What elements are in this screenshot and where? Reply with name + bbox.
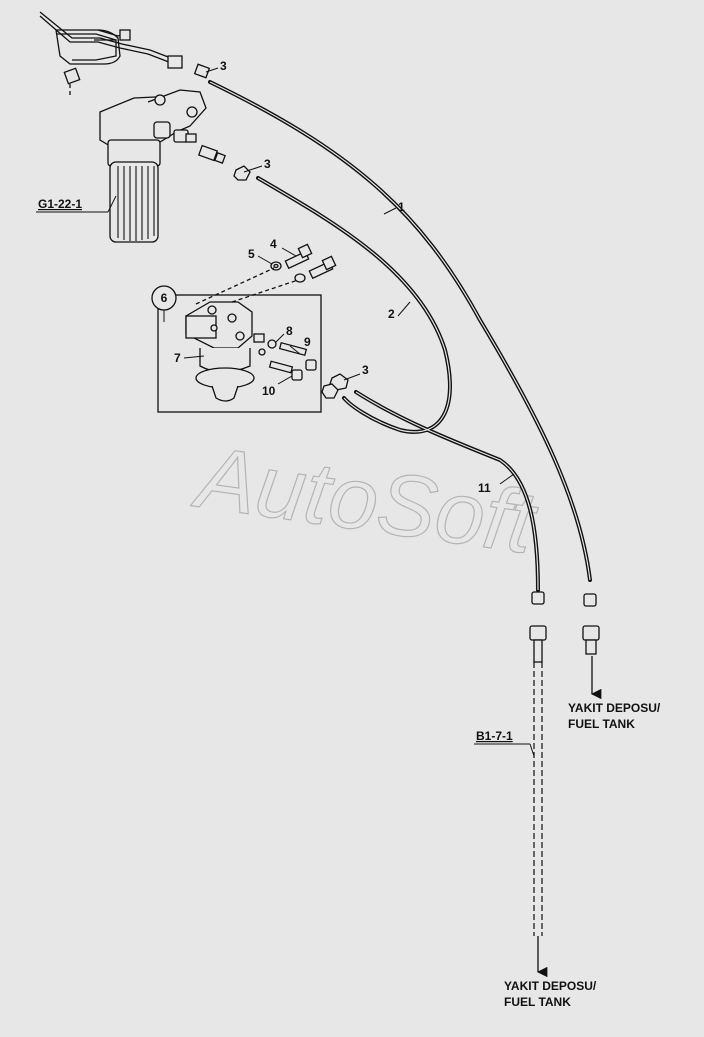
detail-box [157,294,322,413]
part-label-8: 8 [286,324,293,338]
upper-fittings [193,63,251,181]
part-label-7: 7 [174,351,181,365]
part-label-6: 6 [161,291,168,305]
watermark-text: AutoSoft [187,426,544,572]
fuel-tank-label-right-line2: FUEL TANK [568,717,635,731]
part-label-6-circle [151,285,177,311]
part-label-3-lower: 3 [362,363,369,377]
fuel-tank-label-right-line1: YAKIT DEPOSU/ [568,701,661,715]
part-label-1: 1 [398,200,405,214]
part-label-5: 5 [248,247,255,261]
fuel-hoses-inner [209,81,591,591]
lower-fuel-filter [185,301,265,402]
small-fittings [258,339,349,399]
part-label-10: 10 [262,384,276,398]
part-label-3-middle: 3 [264,157,271,171]
bolts-and-washers [195,243,337,305]
leader-lines [36,67,535,757]
fuel-tank-label-bottom-line2: FUEL TANK [504,995,571,1009]
part-label-2: 2 [388,307,395,321]
upper-fuel-filter [99,89,207,243]
part-label-9: 9 [304,335,311,349]
part-label-4: 4 [270,237,277,251]
filter-reference-label: G1-22-1 [38,197,82,211]
injection-pipe-assembly [39,11,183,98]
line-reference-label: B1-7-1 [476,729,513,743]
part-label-3-top: 3 [220,59,227,73]
dashed-fuel-line [533,662,543,936]
hose-end-fittings [529,591,600,663]
part-label-11: 11 [478,481,491,495]
fuel-tank-label-bottom-line1: YAKIT DEPOSU/ [504,979,597,993]
